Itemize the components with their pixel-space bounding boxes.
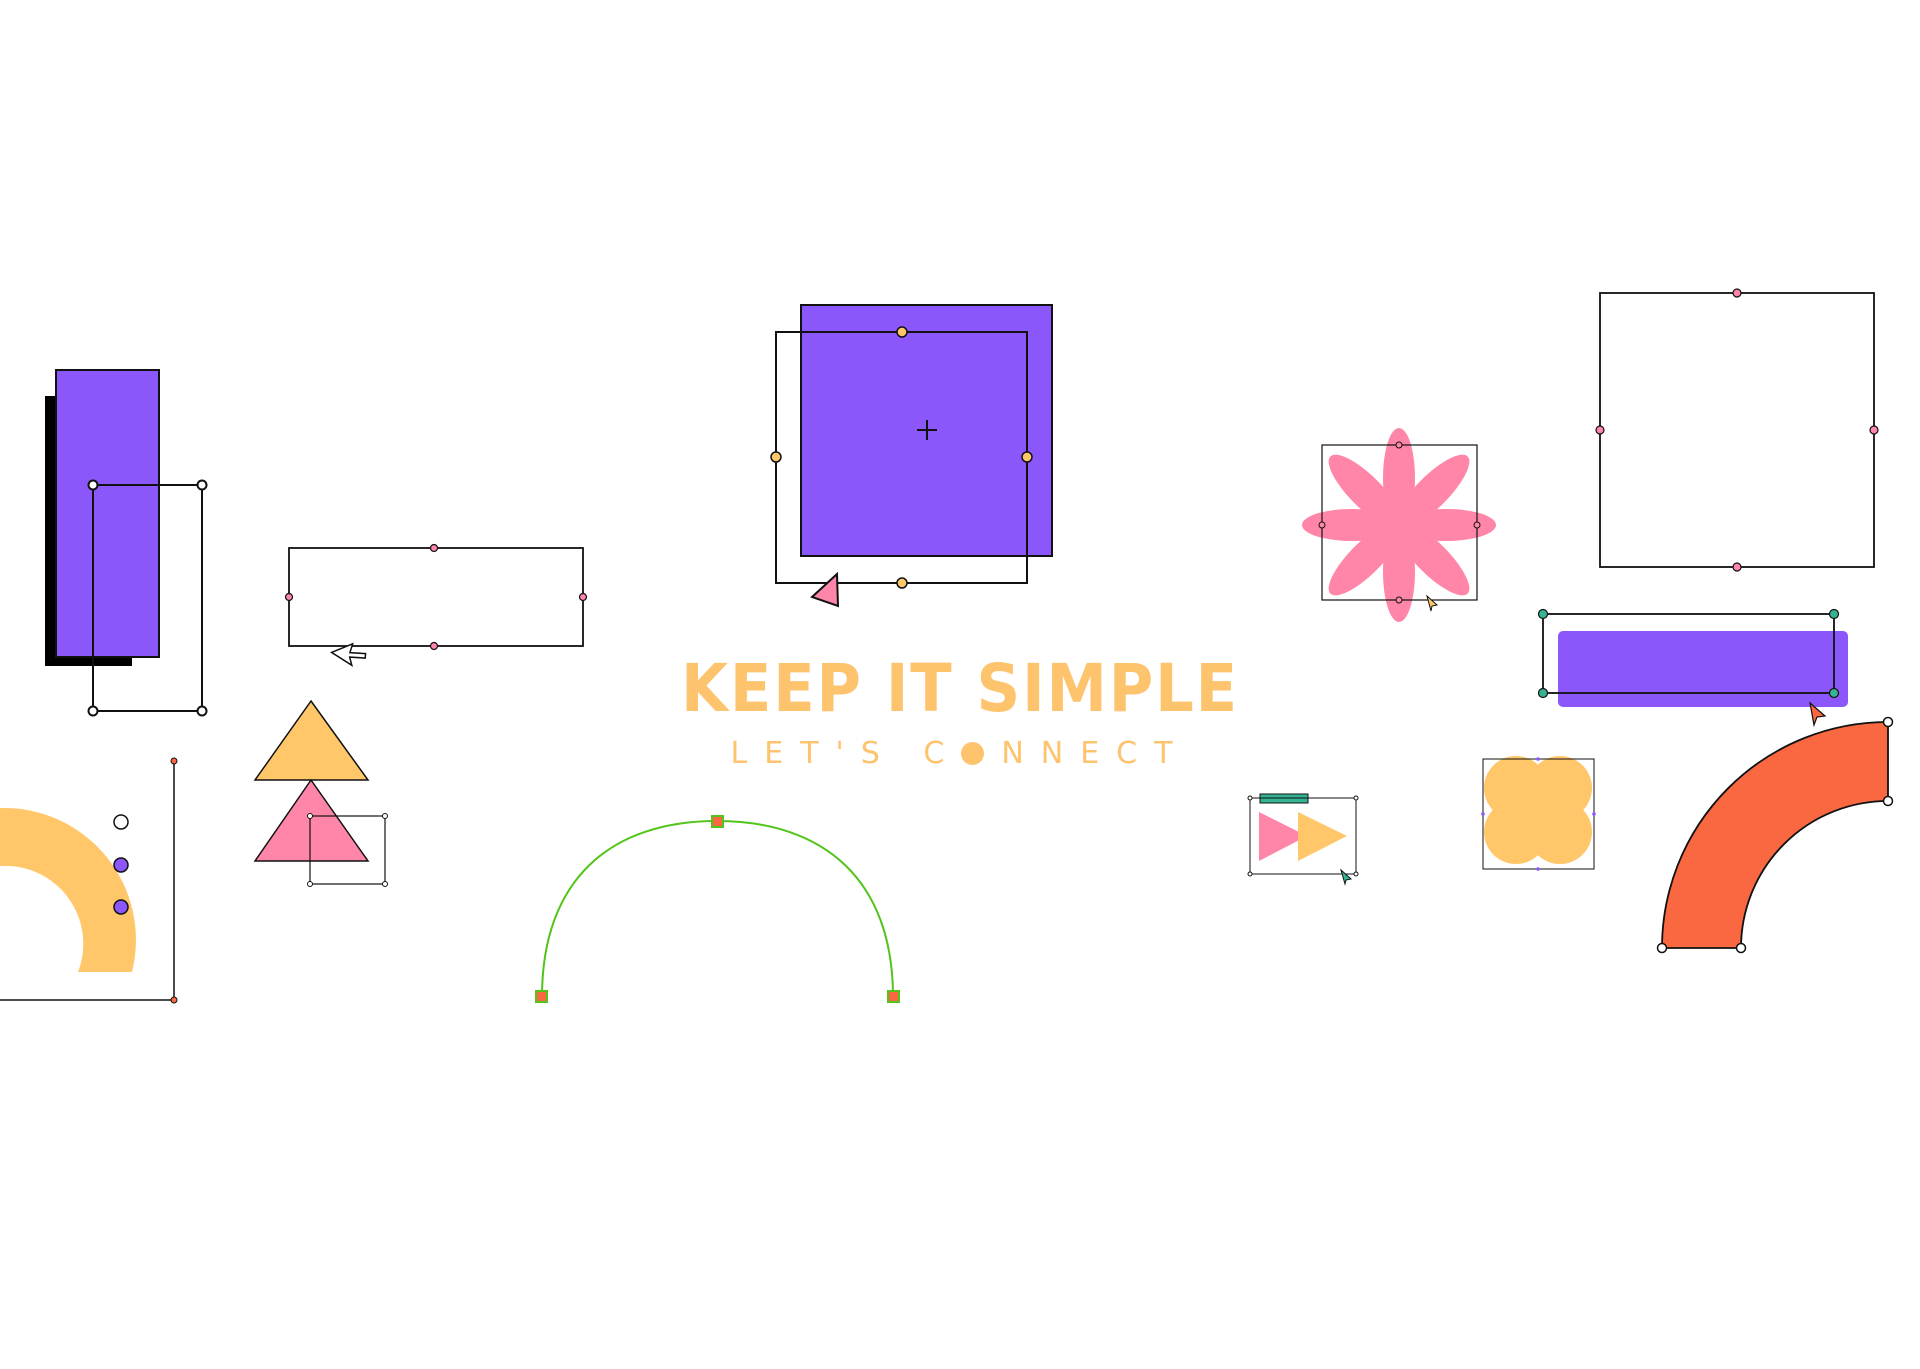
purple-bar[interactable] (1558, 631, 1848, 707)
yellow-arc[interactable] (0, 807, 136, 972)
corner-handle[interactable] (1828, 608, 1840, 620)
subheadline-part-1: LET'S C (730, 736, 962, 771)
edge-handle[interactable] (1592, 812, 1596, 816)
orange-arc-group[interactable] (1656, 716, 1894, 954)
play-arrows-group[interactable] (1247, 793, 1359, 886)
arc-node[interactable] (887, 990, 900, 1003)
purple-card-group[interactable] (45, 369, 208, 717)
edge-handle[interactable] (1732, 288, 1742, 298)
selection-handle[interactable] (307, 813, 313, 819)
selection-handle[interactable] (382, 881, 388, 887)
selection-box (1249, 797, 1357, 875)
selection-handle[interactable] (382, 813, 388, 819)
flower-group[interactable] (1302, 428, 1496, 622)
edge-handle[interactable] (1595, 425, 1605, 435)
edge-handle[interactable] (770, 451, 782, 463)
edge-handle[interactable] (1869, 425, 1879, 435)
white-dot[interactable] (113, 814, 129, 830)
yellow-play-arrow[interactable] (1298, 812, 1347, 861)
edge-handle[interactable] (1395, 441, 1403, 449)
edge-handle[interactable] (896, 577, 908, 589)
corner-handle[interactable] (1882, 795, 1894, 807)
corner-handle[interactable] (1828, 687, 1840, 699)
yellow-arc-group[interactable] (0, 757, 178, 1004)
crosshair-icon (917, 420, 937, 440)
selection-box (92, 484, 203, 712)
edge-handle[interactable] (1536, 867, 1540, 871)
outline-square-right[interactable] (1595, 288, 1879, 572)
selection-box-small (309, 815, 386, 885)
corner-handle[interactable] (1537, 687, 1549, 699)
corner-handle[interactable] (1247, 795, 1253, 801)
corner-handle[interactable] (1353, 795, 1359, 801)
dot-o-icon (961, 742, 985, 765)
corner-handle[interactable] (1882, 716, 1894, 728)
yellow-clover[interactable] (1484, 756, 1592, 864)
edge-handle[interactable] (1732, 562, 1742, 572)
purple-card[interactable] (55, 369, 160, 658)
selection-box (1542, 613, 1835, 694)
outline-square[interactable] (1599, 292, 1875, 568)
edge-handle[interactable] (1481, 812, 1485, 816)
outline-rectangle-left[interactable] (284, 543, 588, 670)
subheadline: LET'S C NNECT (0, 736, 1920, 771)
green-arc-group[interactable] (535, 815, 900, 1003)
edge-handle[interactable] (1536, 757, 1540, 761)
edge-handle[interactable] (1473, 521, 1481, 529)
subheadline-part-2: NNECT (1001, 736, 1190, 771)
selection-handle[interactable] (87, 479, 99, 491)
bracket-handle[interactable] (170, 996, 178, 1004)
orange-arc[interactable] (1661, 721, 1889, 949)
edge-handle[interactable] (429, 543, 439, 553)
corner-handle[interactable] (1247, 871, 1253, 877)
corner-handle[interactable] (1735, 942, 1747, 954)
cursor-arrow-icon (1340, 868, 1353, 886)
edge-handle[interactable] (284, 592, 294, 602)
edge-handle[interactable] (896, 326, 908, 338)
pink-triangle[interactable] (253, 778, 370, 862)
edge-handle[interactable] (1395, 596, 1403, 604)
center-square-group[interactable] (770, 304, 1053, 608)
arc-node[interactable] (535, 990, 548, 1003)
green-arc[interactable] (541, 819, 894, 998)
pink-flower[interactable] (1302, 428, 1496, 622)
edge-handle[interactable] (1021, 451, 1033, 463)
corner-handle[interactable] (1353, 871, 1359, 877)
clover-group[interactable] (1481, 756, 1596, 871)
bracket-handle[interactable] (170, 757, 178, 765)
purple-dot[interactable] (113, 857, 129, 873)
selection-handle[interactable] (196, 479, 208, 491)
headline: KEEP IT SIMPLE (681, 650, 1239, 727)
cursor-arrow-icon (329, 642, 367, 667)
cursor-arrow-icon (810, 571, 840, 608)
purple-bar-group[interactable] (1537, 608, 1849, 728)
triangles-group[interactable] (253, 699, 388, 887)
cursor-arrow-icon (1809, 701, 1827, 728)
purple-dot[interactable] (113, 899, 129, 915)
selection-handle[interactable] (87, 705, 99, 717)
arc-node[interactable] (711, 815, 724, 828)
selection-handle[interactable] (307, 881, 313, 887)
edge-handle[interactable] (429, 641, 439, 651)
edge-handle[interactable] (578, 592, 588, 602)
pink-play-arrow[interactable] (1259, 812, 1307, 861)
cursor-arrow-icon (1426, 594, 1439, 612)
corner-handle[interactable] (1656, 942, 1668, 954)
selection-handle[interactable] (196, 705, 208, 717)
edge-handle[interactable] (1318, 521, 1326, 529)
corner-handle[interactable] (1537, 608, 1549, 620)
outline-rectangle[interactable] (288, 547, 584, 647)
